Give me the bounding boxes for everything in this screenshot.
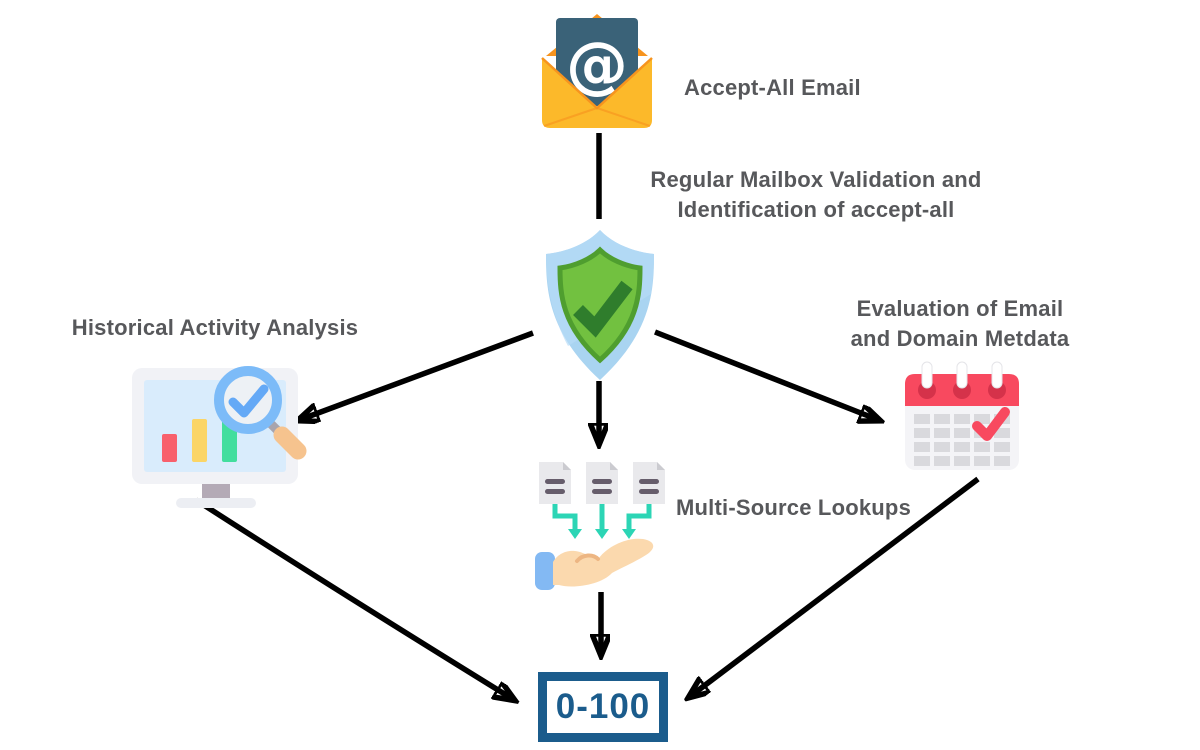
- calendar-check-icon: [905, 361, 1019, 470]
- arrow-shield-to-historical: [302, 330, 534, 419]
- arrow-historical-to-score: [194, 497, 511, 698]
- arrow-evaluation-to-score: [692, 476, 980, 695]
- multi-source-lookups-label: Multi-Source Lookups: [676, 495, 911, 520]
- accept-all-email-label: Accept-All Email: [684, 75, 861, 100]
- monitor-bar-chart-magnifier-icon: [132, 366, 307, 508]
- score-label: 0-100: [555, 687, 651, 726]
- evaluation-metadata-label: Evaluation of Email and Domain Metdata: [840, 294, 1080, 353]
- evaluation-metadata-label-line2: and Domain Metdata: [850, 325, 1070, 351]
- historical-activity-label: Historical Activity Analysis: [71, 315, 359, 340]
- email-at-envelope-icon: @: [541, 14, 653, 128]
- arrow-shield-to-evaluation: [653, 329, 876, 419]
- shield-check-icon: [546, 230, 654, 380]
- documents-into-hand-icon: [535, 462, 665, 590]
- validation-step-label-line2: Identification of accept-all: [677, 196, 955, 222]
- score-box: 0-100: [538, 672, 668, 742]
- validation-step-label: Regular Mailbox Validation and Identific…: [621, 165, 1011, 224]
- validation-step-label-line1: Regular Mailbox Validation and: [650, 167, 982, 192]
- evaluation-metadata-label-line1: Evaluation of Email: [856, 296, 1064, 321]
